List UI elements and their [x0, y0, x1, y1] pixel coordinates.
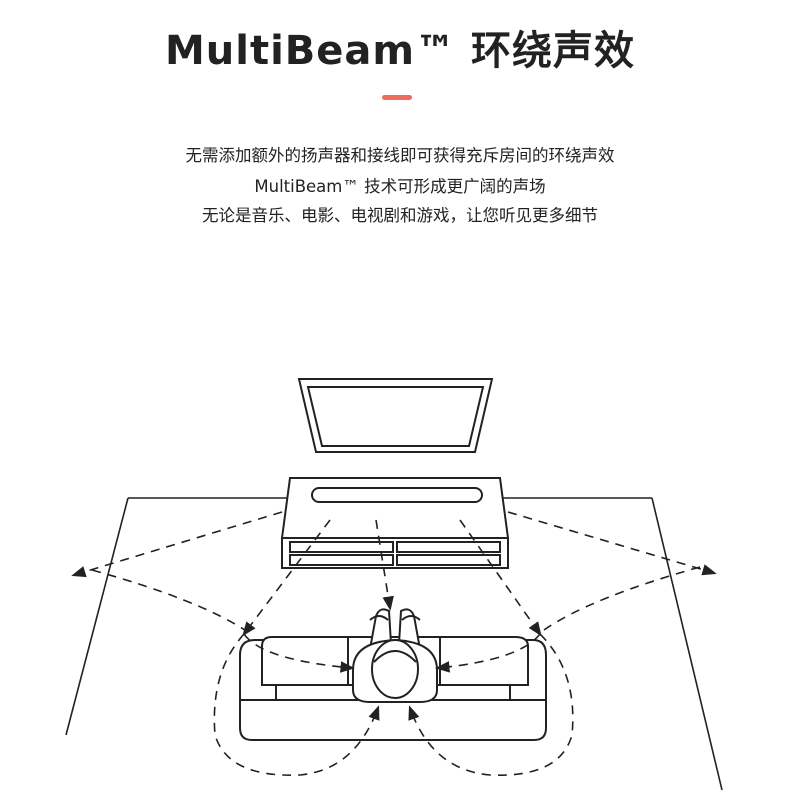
title-accent-bar: [382, 95, 412, 100]
soundbar-icon: [311, 487, 483, 503]
description-line-3: 无论是音乐、电影、电视剧和游戏，让您听见更多细节: [202, 206, 598, 225]
description-line-2: MultiBeam™ 技术可形成更广阔的声场: [254, 177, 546, 196]
sound-beam-arrows: [71, 511, 717, 776]
page-title: MultiBeam™ 环绕声效: [164, 28, 636, 74]
tv-icon: [297, 378, 494, 453]
listener-icon: [352, 608, 438, 703]
description-line-1: 无需添加额外的扬声器和接线即可获得充斥房间的环绕声效: [185, 146, 615, 165]
